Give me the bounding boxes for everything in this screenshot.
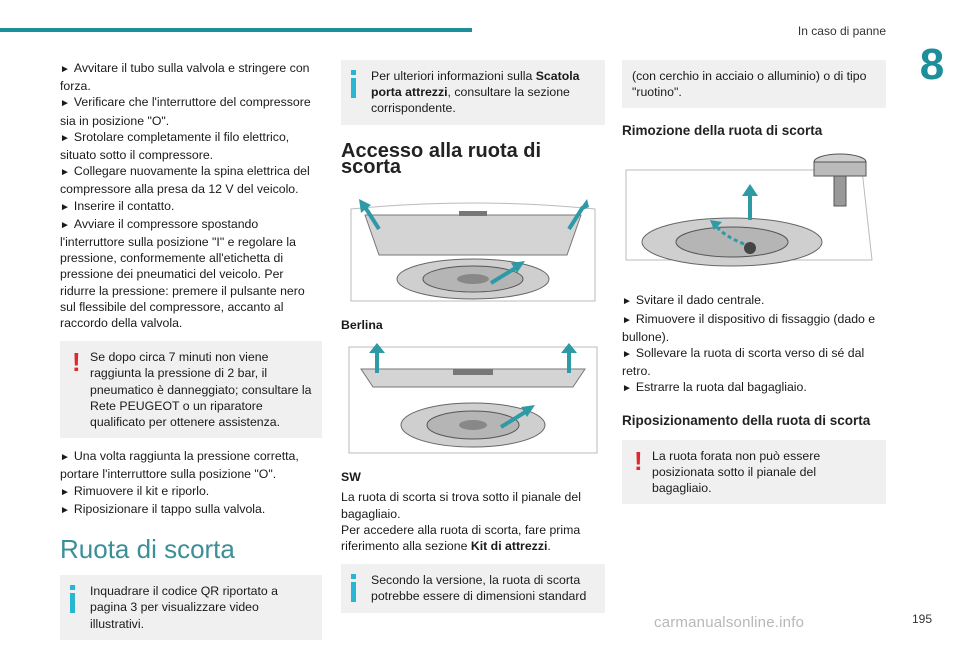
info-box: Secondo la versione, la ruota di scorta … [341,564,605,613]
step-item: ►Estrarre la ruota dal bagagliaio. [622,380,807,395]
access-heading: Accesso alla ruota di scorta [341,139,542,178]
info-text: Inquadrare il codice QR riportato a pagi… [90,584,278,631]
warning-text: Se dopo circa 7 minuti non viene raggiun… [90,350,312,430]
step-item: ►Collegare nuovamente la spina elettrica… [60,164,310,197]
info-box: Per ulteriori informazioni sulla Scatola… [341,60,605,125]
warning-text: La ruota forata non può essere posiziona… [652,448,821,496]
arrow-bullet-icon: ► [60,486,70,498]
arrow-bullet-icon: ► [622,314,632,326]
figure-label-sw: SW [341,470,361,485]
step-item: ►Srotolare completamente il filo elettri… [60,129,290,163]
section-title: In caso di panne [797,24,886,38]
sw-trunk-illustration [341,339,605,460]
info-box: Inquadrare il codice QR riportato a pagi… [60,575,322,640]
info-box-continued: (con cerchio in acciaio o alluminio) o d… [622,60,886,109]
removal-heading: Rimozione della ruota di scorta [622,123,823,139]
paragraph: La ruota di scorta si trova sotto il pia… [341,490,581,521]
arrow-bullet-icon: ► [622,296,632,308]
step-item: ►Avvitare il tubo sulla valvola e string… [60,61,310,94]
step-item: ►Una volta raggiunta la pressione corret… [60,449,299,482]
step-list-a: ►Avvitare il tubo sulla valvola e string… [60,60,322,331]
paragraph: Per accedere alla ruota di scorta, fare … [341,522,581,554]
reposition-heading: Riposizionamento della ruota di scorta [622,412,871,428]
arrow-bullet-icon: ► [60,64,70,75]
column-3: (con cerchio in acciaio o alluminio) o d… [622,60,886,514]
watermark: carmanualsonline.info [654,614,805,631]
section-heading: Ruota di scorta [60,534,235,565]
warning-icon: ! [634,445,643,476]
step-item: ►Rimuovere il dispositivo di fissaggio (… [622,311,876,344]
info-text: (con cerchio in acciaio o alluminio) o d… [632,69,867,100]
step-item: ►Inserire il contatto. [60,198,175,213]
arrow-bullet-icon: ► [622,383,632,395]
figure-label-sedan: Berlina [341,318,383,333]
step-item: ►Rimuovere il kit e riporlo. [60,483,210,498]
step-item: ►Svitare il dado centrale. [622,293,765,308]
step-item: ►Riposizionare il tappo sulla valvola. [60,501,266,516]
column-2: Per ulteriori informazioni sulla Scatola… [341,60,605,623]
info-text: Secondo la versione, la ruota di scorta … [371,573,587,604]
step-list-b: ►Una volta raggiunta la pressione corret… [60,448,322,519]
warning-box: ! Se dopo circa 7 minuti non viene raggi… [60,341,322,439]
arrow-bullet-icon: ► [60,132,70,144]
spare-wheel-removal-illustration [622,150,886,275]
chapter-number: 8 [919,40,945,89]
sedan-trunk-illustration [341,189,605,308]
warning-icon: ! [72,347,81,378]
step-item: ►Sollevare la ruota di scorta verso di s… [622,346,865,379]
arrow-bullet-icon: ► [60,504,70,516]
info-icon [70,585,76,614]
arrow-bullet-icon: ► [60,201,70,213]
removal-step-list: ►Svitare il dado centrale. ►Rimuovere il … [622,292,886,397]
arrow-bullet-icon: ► [60,167,70,179]
step-item: ►Avviare il compressore spostando l'inte… [60,216,305,331]
header-accent-bar [0,28,472,32]
arrow-bullet-icon: ► [622,349,632,361]
step-item: ►Verificare che l'interruttore del compr… [60,95,311,128]
info-text: Per ulteriori informazioni sulla Scatola… [371,69,580,116]
info-icon [351,70,357,98]
info-icon [351,574,357,603]
column-1: ►Avvitare il tubo sulla valvola e string… [60,60,322,650]
arrow-bullet-icon: ► [60,452,70,464]
arrow-bullet-icon: ► [60,98,70,110]
warning-box: ! La ruota forata non può essere posizio… [622,439,886,505]
arrow-bullet-icon: ► [60,219,70,231]
page-number: 195 [911,612,932,626]
